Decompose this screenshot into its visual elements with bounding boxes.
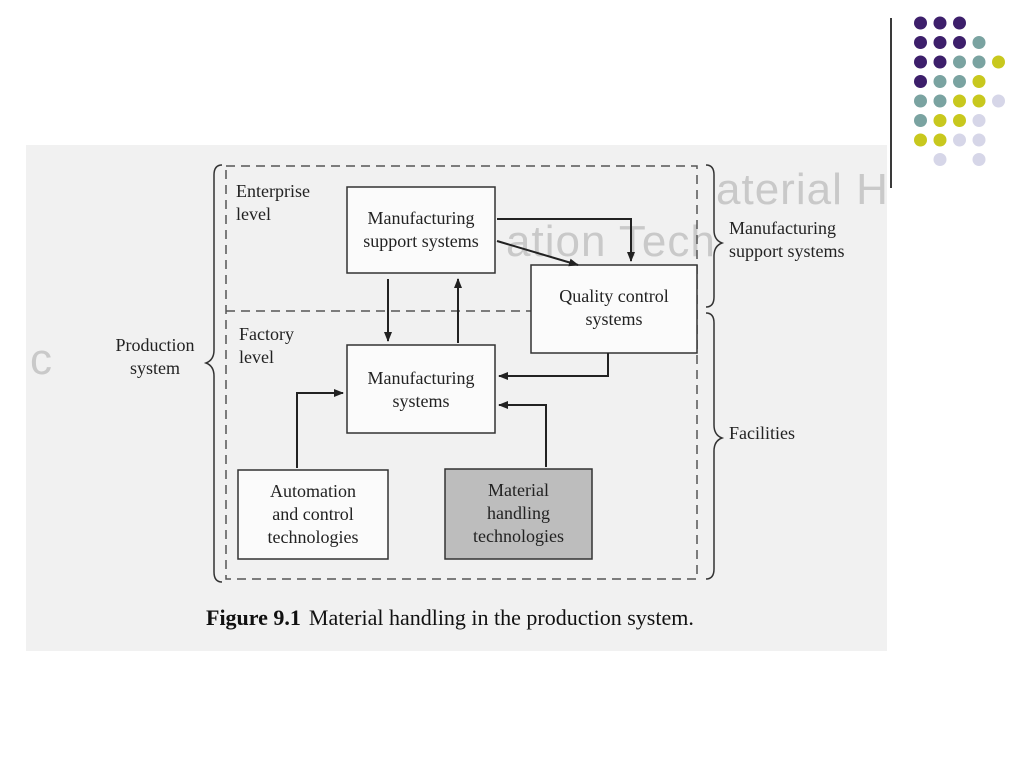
decor-dot — [933, 153, 947, 166]
decor-dot — [972, 114, 986, 127]
decor-dot — [914, 133, 927, 147]
label-facilities: Facilities — [729, 423, 795, 443]
label-manufacturing-support-systems-side: Manufacturing support systems — [729, 218, 845, 261]
decor-dot — [914, 16, 927, 30]
decor-dot — [972, 94, 986, 108]
decor-dot — [933, 36, 947, 49]
decor-dot — [953, 114, 966, 127]
label-automation-and-control: Automation and control technologies — [267, 481, 359, 547]
figure-number: Figure 9.1 — [206, 605, 301, 630]
figure-caption: Figure 9.1 Material handling in the produ… — [206, 605, 694, 631]
decor-dot — [933, 16, 947, 30]
bleed-through-text: aterial H — [716, 165, 887, 214]
decor-dot — [933, 75, 947, 88]
decor-dot — [972, 133, 986, 147]
dot-grid-decoration — [914, 16, 1005, 166]
label-production-system: Production system — [115, 335, 195, 378]
decor-dot — [914, 94, 927, 108]
decor-dot — [914, 75, 927, 88]
outer-dashed-frame — [225, 165, 698, 580]
decor-dot — [953, 75, 966, 88]
arrow-support-to-quality — [497, 218, 635, 262]
decor-dot — [953, 16, 966, 30]
decor-dot — [972, 55, 986, 69]
arrow-handling-to-mfg — [498, 401, 547, 467]
production-system-diagram — [203, 164, 725, 583]
label-enterprise-level: Enterprise level — [236, 181, 310, 224]
box-automation-and-control — [237, 469, 389, 560]
decor-dot — [953, 94, 966, 108]
label-material-handling: Material handling technologies — [473, 480, 564, 546]
decor-dot — [992, 94, 1005, 108]
box-material-handling — [444, 468, 593, 560]
vertical-divider — [890, 18, 892, 188]
decor-dot — [992, 55, 1005, 69]
production-system-brace — [203, 164, 223, 583]
label-factory-level: Factory level — [239, 324, 294, 367]
decor-dot — [933, 55, 947, 69]
box-manufacturing-systems — [346, 344, 496, 434]
decor-dot — [953, 133, 966, 147]
label-manufacturing-systems: Manufacturing systems — [367, 368, 475, 411]
bleed-through-text: ation Tech — [506, 217, 716, 266]
arrow-quality-to-mfg — [498, 353, 609, 380]
box-quality-control-systems — [530, 264, 698, 354]
figure-caption-text: Material handling in the production syst… — [308, 605, 694, 630]
decor-dot — [972, 153, 986, 166]
decor-dot — [972, 36, 986, 49]
bleed-through-text: c — [30, 335, 53, 384]
facilities-brace — [705, 312, 725, 580]
decor-dot — [933, 133, 947, 147]
label-manufacturing-support-systems: Manufacturing support systems — [363, 208, 479, 251]
scanned-figure: aterial H ation Tech c Man — [26, 145, 887, 651]
decor-dot — [933, 114, 947, 127]
decor-dot — [914, 114, 927, 127]
label-quality-control-systems: Quality control systems — [559, 286, 669, 329]
decor-dot — [914, 36, 927, 49]
decor-dot — [953, 36, 966, 49]
arrow-support-to-quality-2 — [496, 240, 579, 267]
decor-dot — [972, 75, 986, 88]
decor-dot — [914, 55, 927, 69]
arrow-automation-to-mfg — [296, 389, 344, 468]
decor-dot — [953, 55, 966, 69]
support-systems-brace — [705, 164, 725, 308]
box-manufacturing-support-systems — [346, 186, 496, 274]
decor-dot — [933, 94, 947, 108]
